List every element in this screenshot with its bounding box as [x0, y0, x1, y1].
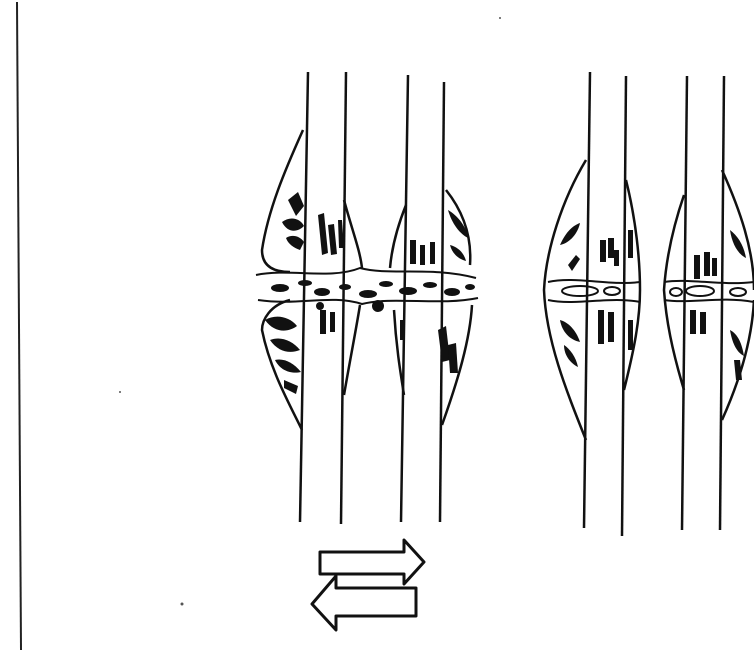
right-panel	[544, 72, 754, 536]
left-panel-fracture-zone	[256, 268, 478, 312]
arrow-left	[312, 576, 416, 630]
right-panel-bone-shafts	[584, 72, 724, 536]
page-border-line	[17, 2, 21, 650]
left-panel-bone-shafts	[300, 72, 444, 524]
left-panel	[256, 72, 478, 524]
